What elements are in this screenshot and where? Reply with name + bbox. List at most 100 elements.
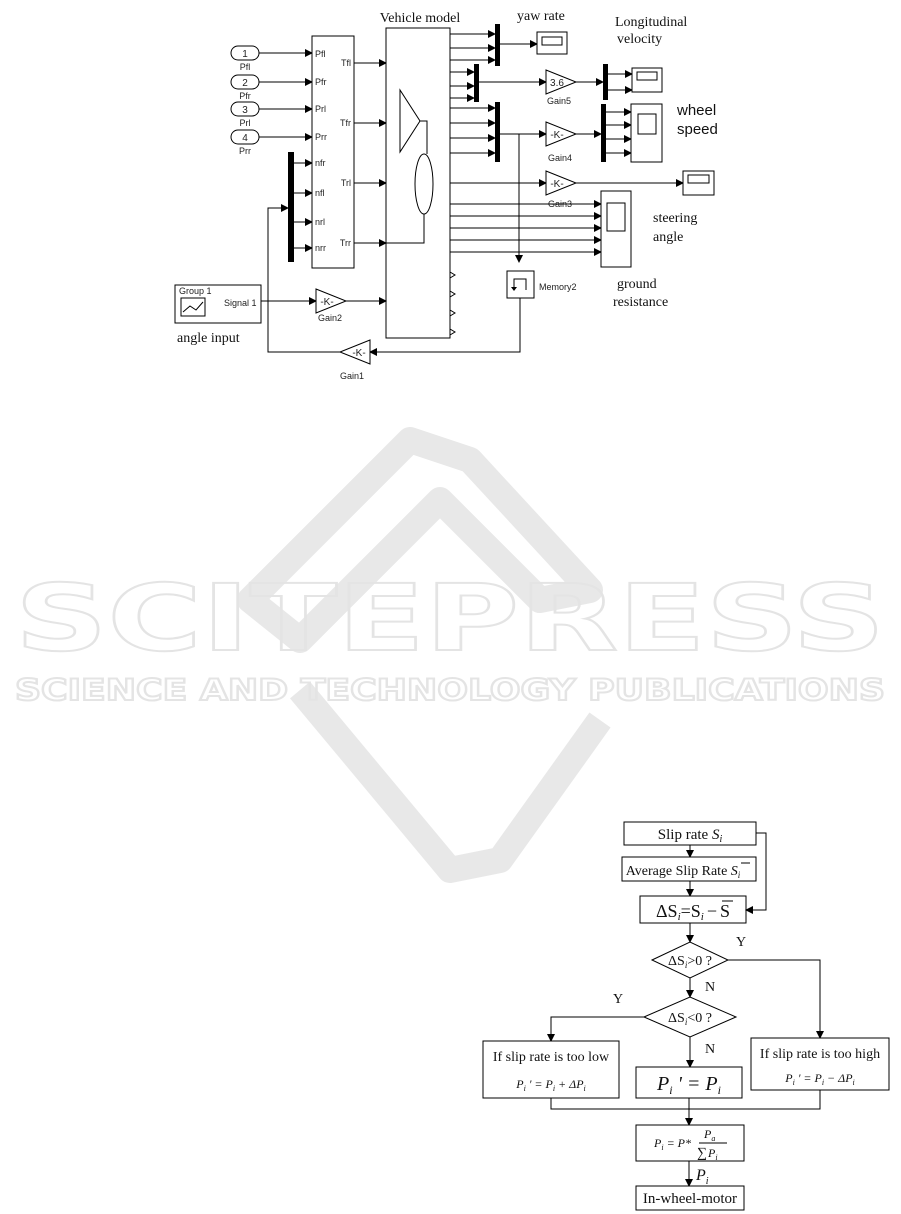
- svg-text:Pfl: Pfl: [240, 62, 251, 72]
- demux-wheel-speed[interactable]: [601, 104, 606, 162]
- svg-text:nfl: nfl: [315, 188, 325, 198]
- svg-text:Prl: Prl: [240, 118, 251, 128]
- decision-delta-negative[interactable]: ΔSi<0 ?: [642, 996, 738, 1038]
- wire-memory-to-gain1: [369, 298, 521, 356]
- inport-wires: [259, 49, 313, 141]
- scope-ground-resistance[interactable]: [600, 190, 632, 268]
- gain3-block[interactable]: -K- Gain3: [545, 170, 578, 209]
- label-yaw-rate: yaw rate: [517, 9, 565, 24]
- svg-text:Pa: Pa: [703, 1127, 715, 1143]
- mux-out-wires: [294, 159, 313, 252]
- gain1-block[interactable]: -K- Gain1: [338, 339, 371, 381]
- svg-text:-K-: -K-: [550, 130, 563, 141]
- svg-text:2: 2: [242, 78, 248, 89]
- merge-lines: [550, 1090, 821, 1126]
- svg-text:If slip rate is too high: If slip rate is too high: [760, 1047, 880, 1062]
- svg-text:-K-: -K-: [352, 348, 365, 359]
- simulink-model: 1 Pfl 2 Pfr 3 Prl 4 Prr: [174, 9, 718, 381]
- label-yes-1: Y: [736, 935, 746, 950]
- mux-wheel-speed-feedback[interactable]: [288, 152, 294, 262]
- svg-text:Group 1: Group 1: [179, 286, 212, 296]
- svg-text:Pi ' = Pi: Pi ' = Pi: [656, 1073, 721, 1097]
- box-too-low[interactable]: If slip rate is too low Pi ' = Pi + ΔPi: [482, 1040, 620, 1099]
- svg-text:nrr: nrr: [315, 243, 326, 253]
- gain2-block[interactable]: -K- Gain2: [315, 288, 348, 323]
- label-speed: speed: [677, 121, 718, 138]
- label-longitudinal-2: velocity: [617, 32, 662, 47]
- vehicle-model-title: Vehicle model: [380, 11, 461, 26]
- svg-text:Prr: Prr: [239, 146, 251, 156]
- inport-3[interactable]: 3 Prl: [230, 101, 260, 128]
- label-no-1: N: [705, 980, 715, 995]
- svg-text:ΔSi<0 ?: ΔSi<0 ?: [668, 1011, 712, 1027]
- scope-wheel-speed[interactable]: [630, 103, 663, 163]
- watermark-logo-shape: [237, 427, 611, 883]
- label-yes-2: Y: [613, 992, 623, 1007]
- svg-text:Pi = P*: Pi = P*: [653, 1136, 691, 1152]
- signal-builder-block[interactable]: Group 1 Signal 1: [174, 284, 262, 324]
- velocity-wires: [450, 68, 633, 102]
- svg-text:Pfr: Pfr: [239, 91, 251, 101]
- svg-text:Gain4: Gain4: [548, 153, 572, 163]
- flowchart: Slip rate Si Average Slip Rate Si ΔSi=Si…: [482, 821, 890, 1211]
- svg-text:Prl: Prl: [315, 104, 326, 114]
- svg-text:If slip rate is too low: If slip rate is too low: [493, 1050, 610, 1065]
- inport-2[interactable]: 2 Pfr: [230, 74, 260, 101]
- decision-delta-positive[interactable]: ΔSi>0 ?: [650, 941, 730, 979]
- svg-text:∑Pi: ∑Pi: [697, 1146, 718, 1162]
- mux-wheel-speed[interactable]: [495, 102, 500, 162]
- watermark-main: SCITEPRESS: [15, 565, 885, 672]
- svg-text:Gain5: Gain5: [547, 96, 571, 106]
- gain4-block[interactable]: -K- Gain4: [545, 121, 578, 163]
- inport-4[interactable]: 4 Prr: [230, 129, 260, 156]
- box-unchanged[interactable]: Pi ' = Pi: [635, 1066, 743, 1099]
- svg-text:Tfr: Tfr: [340, 118, 351, 128]
- svg-text:Pi ' = Pi − ΔPi: Pi ' = Pi − ΔPi: [784, 1071, 855, 1087]
- box-average-slip-rate[interactable]: Average Slip Rate Si: [621, 856, 757, 882]
- svg-text:3: 3: [242, 105, 248, 116]
- yaw-wires: [450, 30, 538, 64]
- svg-text:Tfl: Tfl: [341, 58, 351, 68]
- svg-text:Pfr: Pfr: [315, 77, 327, 87]
- box-normalize[interactable]: Pi = P* Pa ∑Pi: [635, 1124, 745, 1162]
- label-pi: Pi: [695, 1167, 709, 1187]
- label-wheel: wheel: [676, 102, 716, 119]
- label-steering: steering: [653, 211, 697, 226]
- mux-yaw-rate[interactable]: [495, 24, 500, 66]
- svg-text:-K-: -K-: [550, 179, 563, 190]
- box-in-wheel-motor[interactable]: In-wheel-motor: [635, 1185, 745, 1211]
- svg-text:4: 4: [242, 133, 248, 144]
- scope-yaw-rate[interactable]: [536, 31, 568, 55]
- svg-text:Trr: Trr: [340, 238, 351, 248]
- svg-text:Prr: Prr: [315, 132, 327, 142]
- label-angle-input: angle input: [177, 331, 240, 346]
- arrow-slip-bypass: [745, 832, 767, 914]
- svg-text:Signal 1: Signal 1: [224, 298, 257, 308]
- label-resistance: resistance: [613, 295, 668, 310]
- box-slip-rate[interactable]: Slip rate Si: [623, 821, 757, 846]
- svg-text:In-wheel-motor: In-wheel-motor: [643, 1191, 737, 1207]
- svg-text:nrl: nrl: [315, 217, 325, 227]
- scope-steering[interactable]: [682, 170, 715, 196]
- memory-block[interactable]: Memory2: [506, 270, 577, 299]
- gain5-block[interactable]: 3.6 Gain5: [545, 69, 578, 106]
- label-no-2: N: [705, 1042, 715, 1057]
- box-delta-s[interactable]: ΔSi=Si−S: [639, 895, 747, 924]
- box-too-high[interactable]: If slip rate is too high Pi ' = Pi − ΔPi: [750, 1037, 890, 1091]
- scope-velocity[interactable]: [631, 67, 663, 93]
- svg-text:ΔSi=Si−S: ΔSi=Si−S: [656, 901, 730, 923]
- arrow-yes-to-too-low: [547, 1016, 644, 1042]
- wheel-speed-wires: [450, 104, 632, 263]
- vehicle-model-block[interactable]: [385, 27, 456, 339]
- controller-subsystem[interactable]: Pfl Pfr Prl Prr nfr nfl nrl nrr Tfl Tfr …: [311, 35, 355, 269]
- mux-velocity[interactable]: [474, 64, 479, 102]
- svg-text:Slip rate Si: Slip rate Si: [658, 827, 723, 845]
- svg-text:nfr: nfr: [315, 158, 326, 168]
- svg-text:1: 1: [242, 49, 248, 60]
- wire-gain1-to-mux: [267, 204, 340, 353]
- svg-text:Gain2: Gain2: [318, 313, 342, 323]
- svg-text:Memory2: Memory2: [539, 282, 577, 292]
- demux-velocity[interactable]: [603, 64, 608, 100]
- inport-1[interactable]: 1 Pfl: [230, 45, 260, 72]
